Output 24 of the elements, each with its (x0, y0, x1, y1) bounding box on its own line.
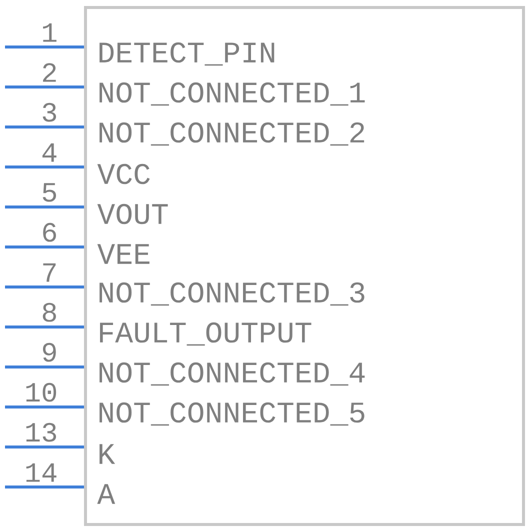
pin-number: 13 (26, 422, 56, 442)
pin-number: 14 (26, 463, 56, 482)
pin-number: 2 (43, 63, 56, 82)
pin-name: NOT_CONNECTED_3 (100, 282, 364, 306)
pin-name: VOUT (97, 204, 168, 224)
pin-name: FAULT_OUTPUT (100, 322, 312, 346)
pin-number: 10 (26, 382, 56, 402)
pin-name: VEE (97, 244, 150, 264)
pin-number: 9 (42, 342, 56, 362)
pin-number: 4 (42, 143, 56, 162)
pin-number: 3 (42, 102, 56, 122)
pin-number: 5 (42, 183, 56, 202)
pin-number: 6 (43, 222, 56, 242)
pin-name: VCC (97, 164, 150, 184)
pin-name: A (97, 484, 116, 504)
pin-number: 7 (43, 263, 56, 282)
pin-number: 1 (43, 23, 56, 42)
pin-name: DETECT_PIN (100, 42, 274, 66)
pin-name: NOT_CONNECTED_4 (100, 362, 365, 386)
pin-name: NOT_CONNECTED_5 (100, 402, 364, 426)
pin-name: NOT_CONNECTED_2 (100, 122, 364, 146)
pin-number: 8 (42, 302, 56, 322)
pin-name: NOT_CONNECTED_1 (100, 82, 365, 106)
pin-name: K (100, 444, 116, 464)
